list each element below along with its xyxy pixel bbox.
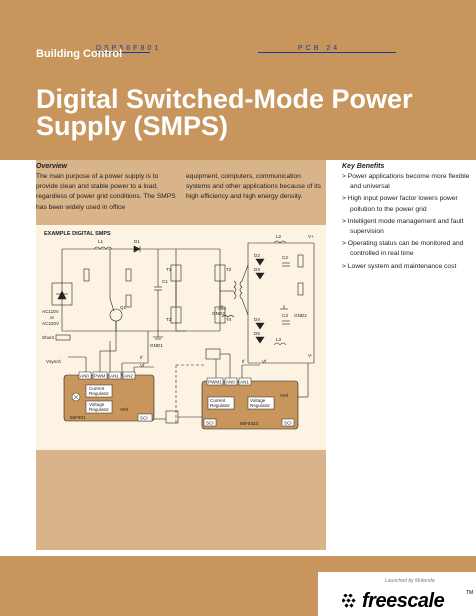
- label-ac-line1: AC110V: [42, 309, 60, 314]
- key-benefits-heading: Key Benefits: [342, 163, 385, 170]
- chip2-pin-an0: AN0: [226, 380, 235, 385]
- logo-panel: [318, 572, 476, 616]
- chip1-voltage-reg-1: Voltage: [89, 402, 105, 407]
- label-c2: C2: [282, 255, 288, 260]
- label-vminus: V-: [308, 353, 313, 358]
- chip1-pin-pwm: PWM: [94, 374, 105, 379]
- label-d1: D1: [134, 239, 140, 244]
- chip2-current-reg-1: Current: [210, 398, 226, 403]
- controller-chip-56f801: [63, 371, 155, 422]
- overview-heading: Overview: [36, 163, 68, 170]
- label-vsynch: Vsynch: [46, 359, 62, 364]
- overlay-underline-left: [96, 52, 150, 53]
- controller-chip-56f8323: [201, 377, 299, 430]
- key-benefits-list: > Power applications become more flexibl…: [342, 172, 472, 274]
- overlay-text-right: PCB 24: [298, 45, 341, 52]
- benefit-item: > High input power factor lowers power p…: [342, 195, 458, 213]
- chip2-voltage-reg-1: Voltage: [250, 398, 266, 403]
- benefit-item: > Power applications become more flexibl…: [342, 173, 470, 191]
- label-d2: D2: [254, 253, 260, 258]
- overlay-text-left: DSP56F801: [96, 45, 162, 52]
- freescale-logo-icon: [342, 594, 356, 608]
- chip2-voltage-reg-2: Regulator: [250, 403, 270, 408]
- benefit-item: > Operating status can be monitored and …: [342, 240, 464, 258]
- header-band: [0, 0, 476, 160]
- label-ac-line2: or: [50, 315, 55, 320]
- label-vf-1: Vf: [140, 363, 145, 368]
- section-label: Building Control: [36, 48, 123, 60]
- chip2-name: 56F8323: [240, 421, 259, 426]
- overlay-underline-right: [258, 52, 396, 53]
- label-if-2: If: [242, 359, 245, 364]
- label-gnd2-center: GND2: [212, 311, 225, 316]
- launched-by-text: Launched by Motorola: [385, 578, 435, 584]
- benefit-item: > Intelligent mode management and fault …: [342, 217, 464, 236]
- label-q1: Q1: [120, 305, 127, 310]
- chip1-pin-an0: AN0: [80, 374, 89, 379]
- label-l2: L2: [276, 234, 282, 239]
- benefit-item: > Lower system and maintenance cost: [342, 262, 457, 270]
- chip1-pin-an1: AN1: [110, 374, 119, 379]
- label-l1: L1: [98, 239, 104, 244]
- chip1-current-reg-2: Regulator: [89, 391, 109, 396]
- label-d4: D4: [254, 317, 260, 322]
- schematic-svg: L1 D1 C1 Q1 T1 T2 T3 T4 L2 V+ D2 D3 C2 D…: [42, 234, 315, 430]
- label-t4: T4: [226, 317, 232, 322]
- label-c3: C3: [282, 313, 288, 318]
- label-vf-2: Vf: [262, 359, 267, 364]
- chip2-current-reg-2: Regulator: [210, 403, 230, 408]
- label-shunt: Shunt: [42, 335, 55, 340]
- label-t1: T1: [166, 267, 172, 272]
- chip2-vref: Vref: [280, 393, 289, 398]
- chip1-vref: Vref: [120, 407, 129, 412]
- chip1-name: 56F801: [70, 415, 86, 420]
- smps-diagram: EXAMPLE DIGITAL SMPS: [36, 225, 326, 450]
- label-gnd2-right: GND2: [294, 313, 307, 318]
- diagram-title: EXAMPLE DIGITAL SMPS: [44, 231, 111, 237]
- page-title: Digital Switched-Mode Power Supply (SMPS…: [36, 84, 413, 141]
- label-gnd1: GND1: [150, 343, 163, 348]
- label-ac-line3: AC220V: [42, 321, 60, 326]
- chip2-pin-pwm1: PWM1: [208, 380, 222, 385]
- label-t3: T3: [166, 317, 172, 322]
- label-if-1: If: [140, 355, 143, 360]
- chip2-pin-an1: AN1: [240, 380, 249, 385]
- chip2-sci-left: SCI: [206, 421, 214, 426]
- label-vplus: V+: [308, 234, 314, 239]
- label-c1: C1: [162, 279, 168, 284]
- label-t2: T2: [226, 267, 232, 272]
- chip1-pin-an2: AN2: [124, 374, 133, 379]
- label-d5: D5: [254, 331, 260, 336]
- sidebar-panel: [336, 160, 476, 550]
- chip2-sci-right: SCI: [284, 421, 292, 426]
- overview-column-1: The main purpose of a power supply is to…: [36, 173, 176, 211]
- overview-column-2: equipment, computers, communication syst…: [186, 173, 321, 201]
- schematic-labels: L1 D1 C1 Q1 T1 T2 T3 T4 L2 V+ D2 D3 C2 D…: [42, 234, 314, 426]
- chip1-sci: SCI: [140, 416, 148, 421]
- chip1-current-reg-1: Current: [89, 386, 105, 391]
- freescale-wordmark: freescale: [362, 590, 445, 612]
- chip1-voltage-reg-2: Regulator: [89, 407, 109, 412]
- label-l3: L3: [276, 337, 282, 342]
- trademark-mark: TM: [466, 590, 474, 596]
- label-d3: D3: [254, 267, 260, 272]
